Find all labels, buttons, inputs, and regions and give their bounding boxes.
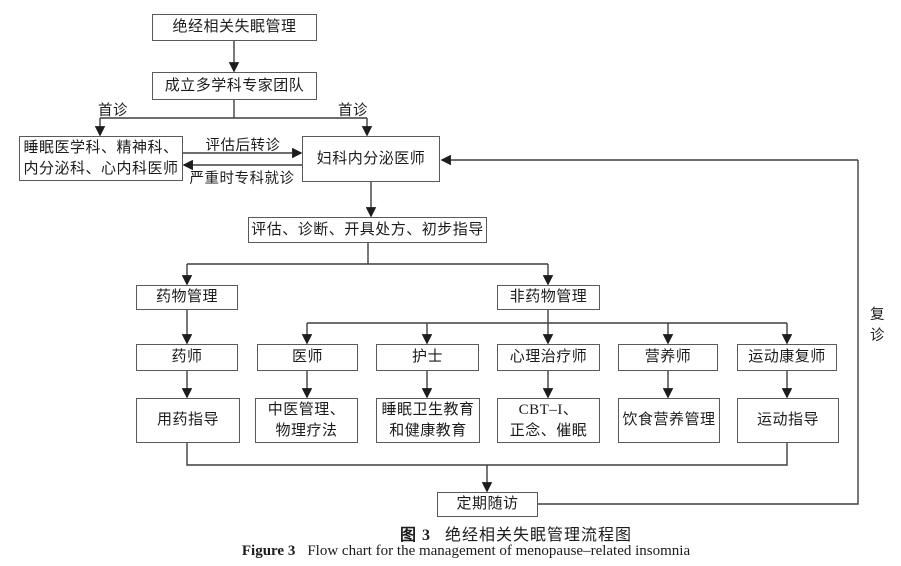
node-dietitian: 营养师 xyxy=(618,344,718,371)
node-multidisciplinary-team: 成立多学科专家团队 xyxy=(152,72,317,100)
edge-nonmedication-split xyxy=(307,310,787,324)
figure-number-en: Figure 3 xyxy=(241,543,296,559)
label-referral-after-evaluation: 评估后转诊 xyxy=(205,138,281,154)
figure-title-en: Flow chart for the management of menopau… xyxy=(307,543,691,559)
node-pharmacist: 药师 xyxy=(136,344,238,371)
node-exercise-guidance: 运动指导 xyxy=(737,398,839,443)
node-physician: 医师 xyxy=(257,344,358,371)
node-gyn-endocrinologist: 妇科内分泌医师 xyxy=(302,136,440,182)
figure-caption-zh: 图 3 绝经相关失眠管理流程图 xyxy=(400,521,632,545)
node-diet-nutrition-management: 饮食营养管理 xyxy=(618,398,720,443)
edge-assessment-split xyxy=(187,243,548,265)
node-medication-management: 药物管理 xyxy=(136,285,238,310)
node-non-medication-management: 非药物管理 xyxy=(497,285,600,310)
label-first-visit-left: 首诊 xyxy=(98,103,128,119)
figure-title-zh: 绝经相关失眠管理流程图 xyxy=(445,527,633,544)
node-assessment-diagnosis: 评估、诊断、开具处方、初步指导 xyxy=(248,217,487,243)
node-exercise-rehab-therapist: 运动康复师 xyxy=(737,344,837,371)
node-menopause-insomnia-management: 绝经相关失眠管理 xyxy=(152,14,317,41)
figure-number-zh: 图 3 xyxy=(399,527,431,544)
label-return-visit: 复诊 xyxy=(870,307,885,345)
node-psychotherapist: 心理治疗师 xyxy=(497,344,600,371)
figure-caption-en: Figure 3 Flow chart for the management of… xyxy=(242,543,690,560)
edge-team-split xyxy=(100,100,367,119)
node-specialist-departments: 睡眠医学科、精神科、 内分泌科、心内科医师 xyxy=(19,136,183,181)
edge-followup-feedback xyxy=(538,160,859,505)
node-cbt-mindfulness-hypnosis: CBT–I、 正念、催眠 xyxy=(497,398,600,443)
node-tcm-physical-therapy: 中医管理、 物理疗法 xyxy=(255,398,358,443)
node-sleep-health-education: 睡眠卫生教育 和健康教育 xyxy=(376,398,480,443)
node-regular-follow-up: 定期随访 xyxy=(437,492,538,517)
edge-converge-line xyxy=(186,443,788,466)
label-severe-specialist-visit: 严重时专科就诊 xyxy=(189,171,295,187)
node-nurse: 护士 xyxy=(376,344,479,371)
label-first-visit-right: 首诊 xyxy=(338,103,368,119)
node-medication-guidance: 用药指导 xyxy=(136,398,240,443)
